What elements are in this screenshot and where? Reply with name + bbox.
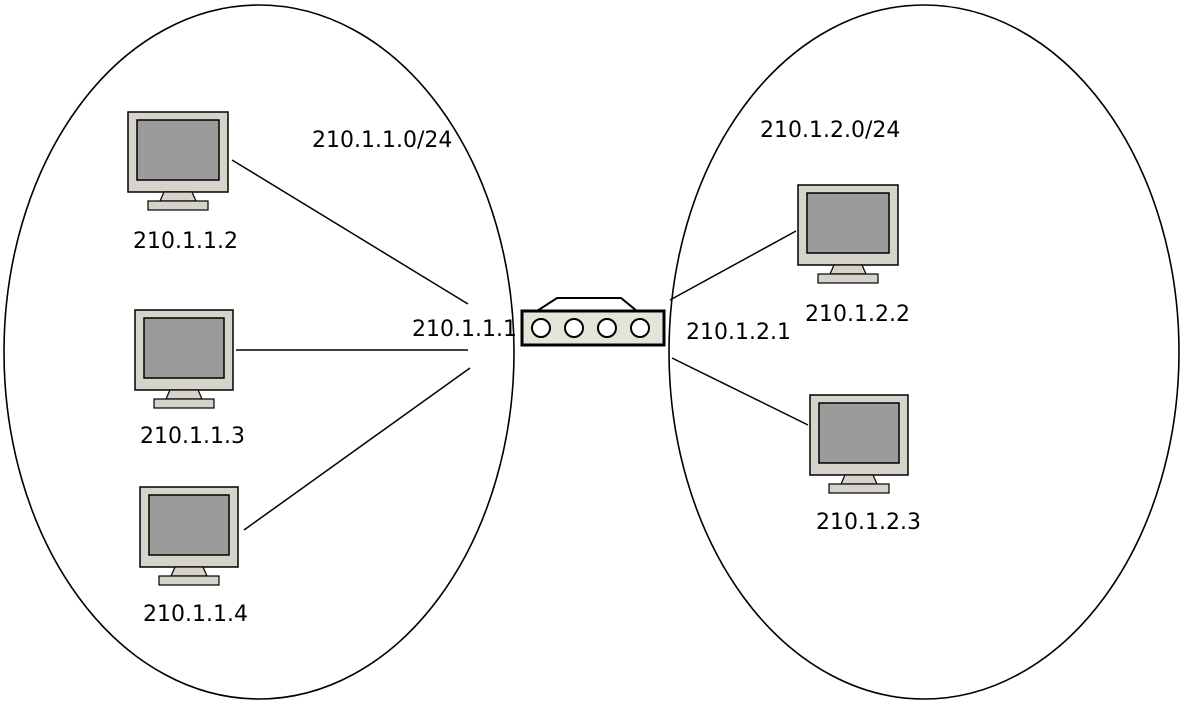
link-host-210-1-1-4 [243,367,471,531]
router-right-interface-label: 210.1.2.1 [686,320,791,345]
monitor-screen [136,119,220,181]
monitor-neck [159,191,197,202]
monitor-screen [818,402,900,464]
router-port-3-icon [597,318,617,338]
monitor-screen [806,192,890,254]
left-subnet-label: 210.1.1.0/24 [312,128,452,153]
computer-icon-210-1-2-2 [797,184,899,284]
link-host-210-1-2-2 [669,230,797,301]
link-host-210-1-1-2 [231,159,469,305]
monitor-base [158,575,220,586]
monitor-base [828,483,890,494]
monitor-neck [840,474,878,485]
host-label-210-1-1-4: 210.1.1.4 [143,602,248,627]
monitor-screen [143,317,225,379]
monitor-screen [148,494,230,556]
computer-icon-210-1-1-2 [127,111,229,211]
host-label-210-1-2-3: 210.1.2.3 [816,510,921,535]
router-icon [520,297,666,347]
router-port-2-icon [564,318,584,338]
right-subnet-label: 210.1.2.0/24 [760,118,900,143]
host-label-210-1-2-2: 210.1.2.2 [805,302,910,327]
router-top-cap [536,297,638,312]
right-subnet-ellipse [668,4,1180,700]
host-label-210-1-1-2: 210.1.1.2 [133,229,238,254]
host-label-210-1-1-3: 210.1.1.3 [140,424,245,449]
link-host-210-1-2-3 [671,357,809,426]
computer-icon-210-1-2-3 [809,394,909,494]
monitor-neck [829,264,867,275]
monitor-base [817,273,879,284]
left-subnet-ellipse [3,4,515,700]
monitor-base [153,398,215,409]
router-left-interface-label: 210.1.1.1 [412,317,517,342]
monitor-neck [165,389,203,400]
monitor-base [147,200,209,211]
router-port-4-icon [630,318,650,338]
router-port-1-icon [531,318,551,338]
computer-icon-210-1-1-4 [139,486,239,586]
monitor-neck [170,566,208,577]
computer-icon-210-1-1-3 [134,309,234,409]
